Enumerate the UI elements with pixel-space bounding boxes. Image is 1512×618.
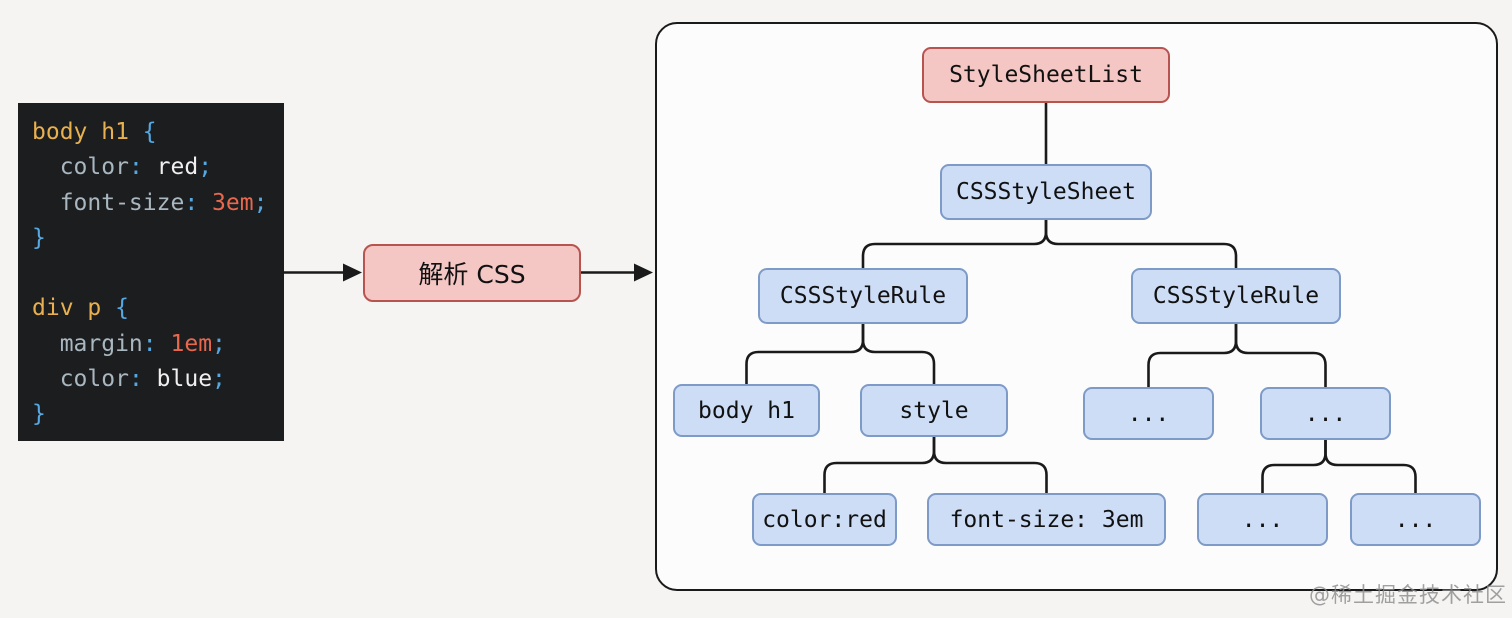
node-cssstylerule-right: CSSStyleRule — [1131, 268, 1341, 324]
node-label: ... — [1304, 400, 1347, 427]
css-code-block: body h1 { color: red; font-size: 3em;} d… — [18, 103, 284, 441]
arrowhead-icon — [343, 263, 362, 282]
arrow-parse-to-tree — [581, 263, 653, 282]
node-label: ... — [1241, 506, 1284, 533]
node-stylesheetlist: StyleSheetList — [922, 47, 1170, 103]
node-label: ... — [1394, 506, 1437, 533]
node-cssstylerule-left: CSSStyleRule — [758, 268, 968, 324]
code-line — [32, 256, 270, 291]
code-line: } — [32, 224, 46, 251]
node-ellipsis-bottom-right: ... — [1350, 493, 1481, 546]
node-label: style — [899, 397, 969, 424]
node-selector-body-h1: body h1 — [673, 384, 820, 437]
parse-css-step: 解析 CSS — [363, 244, 581, 302]
node-label: StyleSheetList — [949, 62, 1143, 88]
node-label: ... — [1127, 400, 1170, 427]
node-label: color:red — [762, 506, 887, 533]
code-line: body h1 { — [32, 119, 157, 145]
code-line: div p { — [32, 295, 129, 322]
node-label: CSSStyleRule — [1152, 283, 1320, 309]
arrow-code-to-parse — [283, 263, 362, 282]
node-cssstylesheet: CSSStyleSheet — [940, 164, 1152, 220]
code-line: color: blue; — [32, 366, 226, 393]
node-label: font-size: 3em — [949, 506, 1144, 533]
node-declaration-color-red: color:red — [752, 493, 897, 546]
node-style: style — [860, 384, 1008, 437]
code-line: color: red; — [32, 154, 213, 181]
node-label: CSSStyleRule — [779, 283, 947, 309]
node-ellipsis-mid-right: ... — [1260, 387, 1391, 440]
code-line: } — [32, 401, 46, 428]
watermark: @稀土掘金技术社区 — [1309, 583, 1507, 607]
parse-css-label: 解析 CSS — [418, 260, 526, 289]
node-declaration-font-size: font-size: 3em — [927, 493, 1166, 546]
code-line: font-size: 3em; — [32, 189, 268, 216]
node-ellipsis-mid-left: ... — [1083, 387, 1214, 440]
node-label: body h1 — [698, 397, 795, 424]
node-ellipsis-bottom-left: ... — [1197, 493, 1328, 546]
code-line: margin: 1em; — [32, 330, 226, 357]
arrowhead-icon — [634, 263, 653, 282]
node-label: CSSStyleSheet — [955, 179, 1136, 205]
